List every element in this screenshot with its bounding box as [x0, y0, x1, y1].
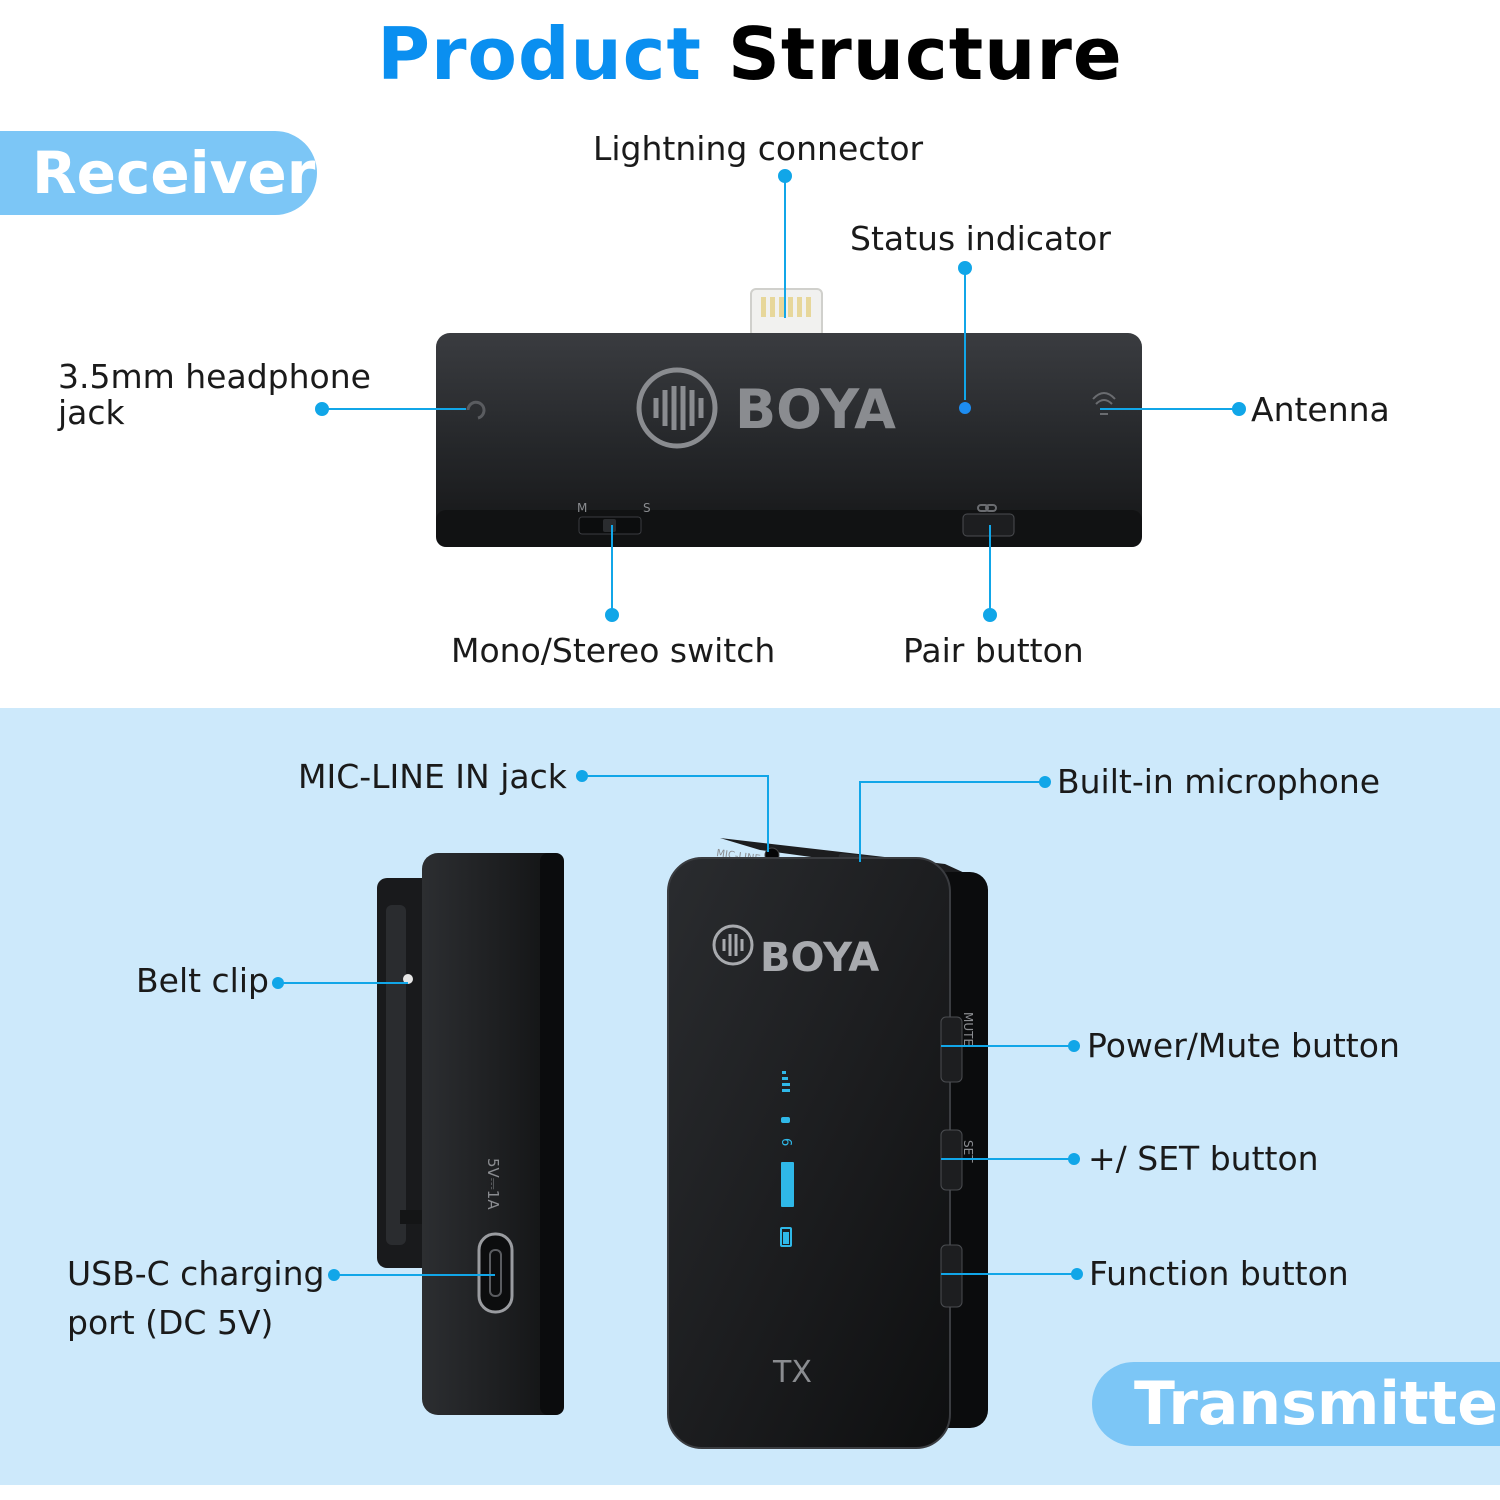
signal-bars-icon	[782, 1071, 790, 1092]
lightning-contacts	[761, 297, 811, 317]
label-mono-stereo-switch: Mono/Stereo switch	[451, 631, 776, 670]
headphone-jack-icon	[466, 400, 486, 420]
pair-button[interactable]	[962, 513, 1015, 537]
label-status-indicator: Status indicator	[850, 219, 1111, 258]
label-mic-line-in-jack: MIC-LINE IN jack	[298, 757, 567, 796]
transmitter-callout-dots	[272, 770, 1083, 1281]
svg-text:6: 6	[778, 1138, 793, 1146]
label-pair-button: Pair button	[903, 631, 1084, 670]
function-button[interactable]	[940, 1244, 963, 1308]
label-headphone-jack-line2: jack	[58, 393, 125, 432]
label-function-button: Function button	[1089, 1254, 1349, 1293]
transmitter-badge: Transmitter	[1092, 1362, 1500, 1446]
tx-boya-logo-icon	[712, 924, 754, 966]
receiver-callout-lines	[315, 169, 1246, 622]
label-usb-c-port-line1: USB-C charging	[67, 1254, 325, 1293]
receiver-device: BOYA M S	[436, 288, 1142, 547]
mute-label: MUTE	[961, 1012, 975, 1046]
receiver-brand-text: BOYA	[735, 378, 896, 441]
transmitter-brand-text: BOYA	[760, 935, 879, 981]
battery-icon	[780, 1227, 792, 1247]
receiver-badge-label: Receiver	[32, 139, 316, 207]
transmitter-side-view: 5V⎓1A	[377, 853, 564, 1415]
antenna-icon	[1092, 392, 1116, 415]
title-part-structure: Structure	[727, 12, 1123, 96]
title-part-product: Product	[377, 12, 702, 96]
port-rating-text: 5V⎓1A	[484, 1158, 502, 1210]
page-title: Product Structure	[0, 12, 1500, 96]
transmitter-callout-lines	[278, 775, 1077, 1276]
model-text: TX	[772, 1355, 812, 1390]
label-builtin-microphone: Built-in microphone	[1057, 762, 1381, 801]
label-plus-set-button: +/ SET button	[1088, 1139, 1319, 1178]
label-antenna: Antenna	[1251, 390, 1390, 429]
boya-logo-icon	[636, 367, 718, 449]
label-belt-clip: Belt clip	[136, 961, 269, 1000]
transmitter-badge-label: Transmitter	[1134, 1369, 1500, 1439]
power-mute-button[interactable]	[940, 1016, 963, 1083]
switch-label-m: M	[577, 501, 587, 515]
label-headphone-jack-line1: 3.5mm headphone	[58, 357, 371, 396]
label-usb-c-port-line2: port (DC 5V)	[67, 1303, 274, 1342]
link-icon	[977, 504, 997, 512]
mic-level-icon: 6	[778, 1117, 793, 1146]
receiver-badge: Receiver	[0, 131, 317, 215]
set-label: SET	[961, 1140, 975, 1163]
usb-c-port[interactable]	[477, 1232, 514, 1314]
switch-label-s: S	[643, 501, 651, 515]
level-meter	[781, 1162, 794, 1207]
status-indicator-light	[959, 402, 971, 414]
label-lightning-connector: Lightning connector	[593, 129, 924, 168]
transmitter-front-view: MIC-LINE IN BOYA 6 TX MUTE SET	[667, 838, 988, 1449]
label-power-mute-button: Power/Mute button	[1087, 1026, 1400, 1065]
